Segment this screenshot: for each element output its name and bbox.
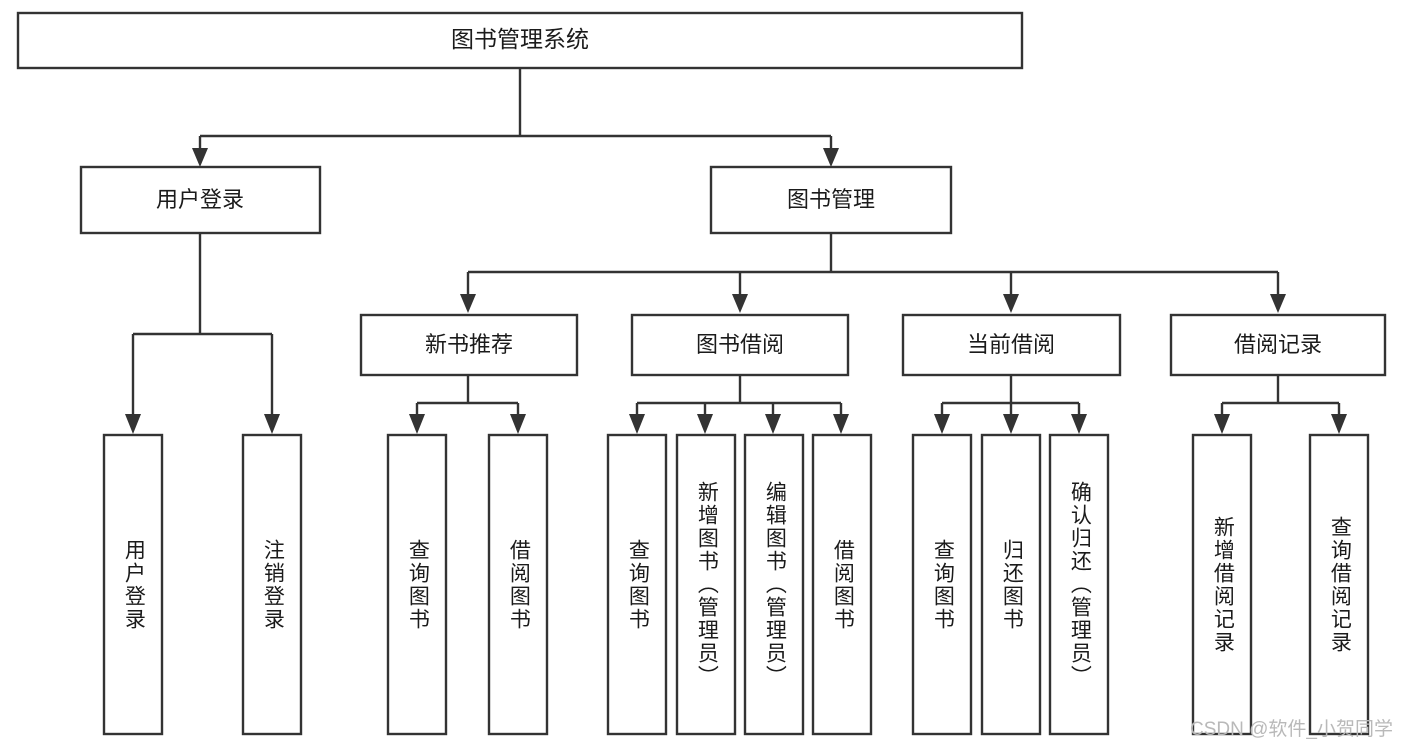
node-book-manage-box[interactable] — [709, 165, 953, 235]
node-borrow-record[interactable]: 借阅记录 — [1169, 313, 1387, 377]
connector-group-new-book-to-leaves — [409, 375, 526, 434]
arrow-head-leaf-query-book-3 — [934, 414, 950, 434]
node-new-book-recommend[interactable]: 新书推荐 — [359, 313, 579, 377]
arrow-head-leaf-add-book — [697, 414, 713, 434]
leaf-box-user-login[interactable] — [102, 433, 164, 736]
node-book-borrow[interactable]: 图书借阅 — [630, 313, 850, 377]
arrow-head-leaf-query-record — [1331, 414, 1347, 434]
arrow-head-new-book-recommend — [460, 294, 476, 313]
arrow-head-leaf-borrow-book-2 — [833, 414, 849, 434]
connector-group-current-borrow-to-leaves — [934, 375, 1087, 434]
arrow-head-leaf-return-book — [1003, 414, 1019, 434]
leaf-boxes-borrow-record — [1191, 433, 1370, 736]
csdn-watermark: CSDN @软件_小贺同学 — [1190, 719, 1393, 740]
node-root-label: 图书管理系统 — [451, 26, 589, 52]
node-current-borrow-label: 当前借阅 — [967, 332, 1055, 357]
arrow-head-leaf-query-book-1 — [409, 414, 425, 434]
leaf-box-add-record[interactable] — [1191, 433, 1253, 736]
connector-group-borrow-record-to-leaves — [1214, 375, 1347, 434]
node-current-borrow[interactable]: 当前借阅 — [901, 313, 1122, 377]
node-new-book-recommend-box[interactable] — [359, 313, 579, 377]
leaf-boxes-user-login — [102, 433, 303, 736]
arrow-head-book-borrow — [732, 294, 748, 313]
node-borrow-record-box[interactable] — [1169, 313, 1387, 377]
arrow-head-borrow-record — [1270, 294, 1286, 313]
leaf-box-confirm-return[interactable] — [1048, 433, 1110, 736]
node-user-login-box[interactable] — [79, 165, 322, 235]
arrow-head-leaf-add-record — [1214, 414, 1230, 434]
node-book-borrow-box[interactable] — [630, 313, 850, 377]
leaf-box-logout[interactable] — [241, 433, 303, 736]
arrow-head-leaf-logout — [264, 414, 280, 434]
arrow-head-book-manage — [823, 148, 839, 167]
node-current-borrow-box[interactable] — [901, 313, 1122, 377]
arrow-head-user-login — [192, 148, 208, 167]
leaf-boxes-current-borrow — [911, 433, 1110, 736]
leaf-box-query-book-2[interactable] — [606, 433, 668, 736]
node-root-system[interactable]: 图书管理系统 — [16, 11, 1024, 70]
node-book-borrow-label: 图书借阅 — [696, 332, 784, 357]
leaf-box-add-book[interactable] — [675, 433, 737, 736]
leaf-box-return-book[interactable] — [980, 433, 1042, 736]
leaf-box-borrow-book-2[interactable] — [811, 433, 873, 736]
arrow-head-leaf-confirm-return — [1071, 414, 1087, 434]
arrow-head-leaf-edit-book — [765, 414, 781, 434]
connector-group-user-login-to-leaves — [125, 233, 280, 434]
leaf-box-query-record[interactable] — [1308, 433, 1370, 736]
leaf-box-borrow-book-1[interactable] — [487, 433, 549, 736]
connector-group-root-to-level2 — [192, 68, 839, 167]
connector-group-book-manage-to-level3 — [460, 233, 1286, 313]
arrow-head-leaf-borrow-book-1 — [510, 414, 526, 434]
node-new-book-recommend-label: 新书推荐 — [425, 332, 513, 357]
leaf-box-query-book-1[interactable] — [386, 433, 448, 736]
leaf-boxes-book-borrow — [606, 433, 873, 736]
arrow-head-leaf-user-login — [125, 414, 141, 434]
arrow-head-current-borrow — [1003, 294, 1019, 313]
node-user-login-label: 用户登录 — [156, 187, 244, 212]
node-borrow-record-label: 借阅记录 — [1234, 332, 1322, 357]
leaf-box-edit-book[interactable] — [743, 433, 805, 736]
node-root-box[interactable] — [16, 11, 1024, 70]
node-book-manage-label: 图书管理 — [787, 187, 875, 212]
leaf-boxes-new-book-recommend — [386, 433, 549, 736]
arrow-head-leaf-query-book-2 — [629, 414, 645, 434]
leaf-box-query-book-3[interactable] — [911, 433, 973, 736]
node-user-login[interactable]: 用户登录 — [79, 165, 322, 235]
node-book-manage[interactable]: 图书管理 — [709, 165, 953, 235]
connector-group-book-borrow-to-leaves — [629, 375, 849, 434]
